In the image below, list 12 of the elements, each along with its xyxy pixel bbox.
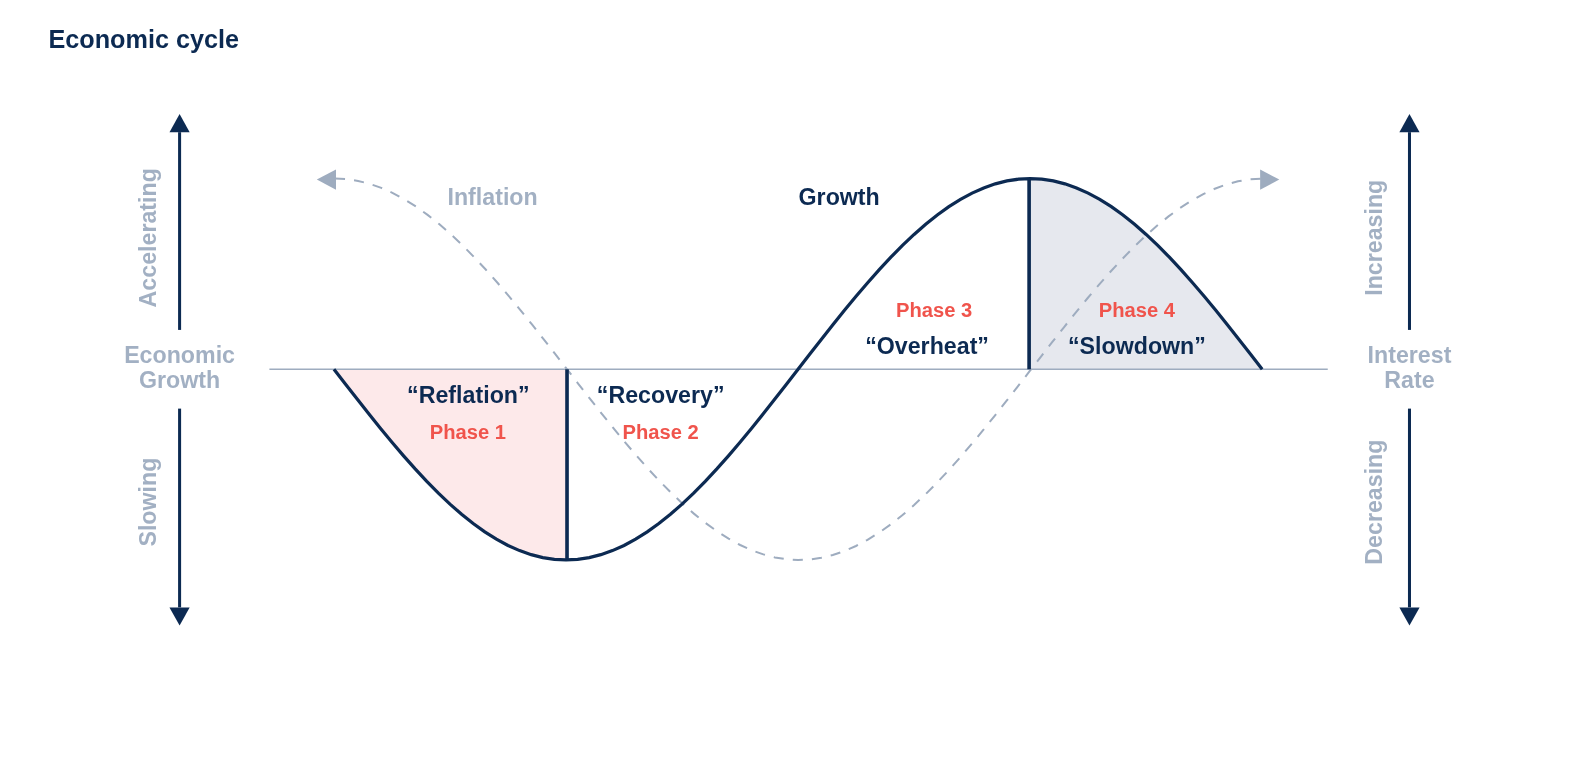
axis-title: Economic Growth	[123, 342, 237, 394]
phase-name: “Reflation”	[407, 381, 530, 408]
phase-number: Phase 1	[429, 420, 507, 443]
axis-label: Increasing	[1361, 179, 1387, 296]
curve-label: Inflation	[447, 184, 538, 210]
phase-number: Phase 4	[1098, 298, 1175, 321]
axis-label: Slowing	[135, 457, 162, 547]
axis-title: Interest Rate	[1366, 342, 1453, 394]
axis-label: Decreasing	[1361, 439, 1387, 565]
phase-name: “Slowdown”	[1067, 333, 1206, 359]
axis-label: Accelerating	[135, 167, 162, 307]
chart-title: Economic cycle	[48, 26, 240, 54]
